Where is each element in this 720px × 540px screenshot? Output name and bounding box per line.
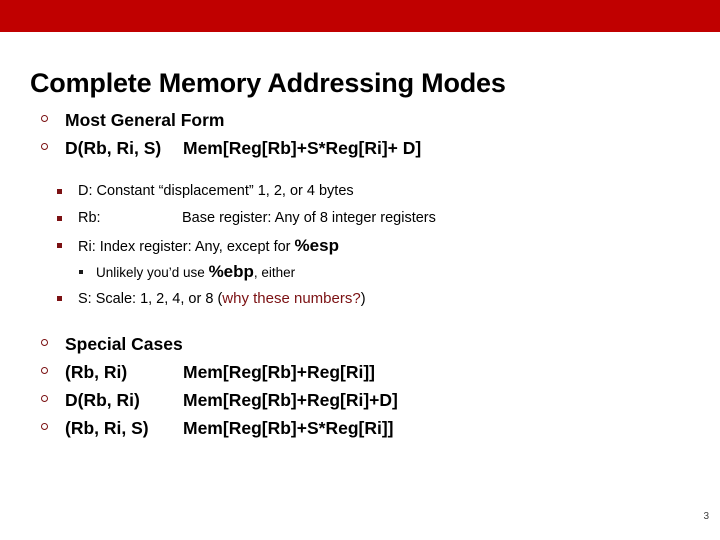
square-bullet-icon: [57, 216, 62, 221]
special-case-1-syntax: D(Rb, Ri): [65, 390, 140, 410]
circle-bullet-icon: [41, 115, 48, 122]
circle-bullet-icon: [41, 143, 48, 150]
top-red-band: [0, 0, 720, 32]
why-these-numbers-note: why these numbers?: [222, 290, 361, 307]
special-case-0-expansion: Mem[Reg[Rb]+Reg[Ri]]: [183, 362, 376, 382]
list-item-special-case-0: (Rb, Ri) Mem[Reg[Rb]+Reg[Ri]]: [0, 358, 720, 386]
list-item-detail-rb: Rb: Base register: Any of 8 integer regis…: [0, 205, 720, 232]
register-ebp: %ebp: [208, 262, 254, 281]
special-case-1-expansion: Mem[Reg[Rb]+Reg[Ri]+D]: [183, 390, 398, 410]
square-bullet-icon: [57, 189, 62, 194]
special-case-2-syntax: (Rb, Ri, S): [65, 418, 149, 438]
list-item-general-form-syntax: D(Rb, Ri, S) Mem[Reg[Rb]+S*Reg[Ri]+ D]: [0, 134, 720, 162]
detail-d-text: Constant “displacement” 1, 2, or 4 bytes: [96, 183, 354, 199]
spacer: [0, 162, 720, 178]
list-item-detail-d: D: Constant “displacement” 1, 2, or 4 by…: [0, 178, 720, 205]
square-bullet-icon: [79, 270, 83, 274]
list-item-detail-s: S: Scale: 1, 2, 4, or 8 (why these numbe…: [0, 285, 720, 312]
sub-detail-text-before: Unlikely you’d use: [96, 265, 209, 280]
list-item-special-cases: Special Cases: [0, 330, 720, 358]
detail-rb-label: Rb:: [78, 210, 101, 226]
circle-bullet-icon: [41, 339, 48, 346]
detail-rb-text: Base register: Any of 8 integer register…: [182, 210, 436, 226]
sub-detail-text-after: , either: [253, 265, 296, 280]
list-item-most-general-form: Most General Form: [0, 106, 720, 134]
spacer: [0, 312, 720, 330]
detail-s-label: S:: [78, 291, 92, 307]
list-item-detail-ri: Ri: Index register: Any, except for %esp: [0, 232, 720, 259]
detail-ri-label: Ri:: [78, 239, 96, 255]
list-item-special-case-1: D(Rb, Ri) Mem[Reg[Rb]+Reg[Ri]+D]: [0, 386, 720, 414]
square-bullet-icon: [57, 243, 62, 248]
general-form-expansion: Mem[Reg[Rb]+S*Reg[Ri]+ D]: [183, 138, 422, 158]
register-esp: %esp: [294, 236, 339, 255]
detail-s-text-after: ): [360, 291, 366, 307]
special-cases-heading: Special Cases: [65, 334, 183, 354]
general-form-heading: Most General Form: [65, 110, 225, 130]
circle-bullet-icon: [41, 423, 48, 430]
detail-s-text: Scale: 1, 2, 4, or 8 (: [95, 291, 223, 307]
slide-body: Most General Form D(Rb, Ri, S) Mem[Reg[Rb…: [0, 106, 720, 442]
circle-bullet-icon: [41, 395, 48, 402]
special-case-0-syntax: (Rb, Ri): [65, 362, 128, 382]
list-item-special-case-2: (Rb, Ri, S) Mem[Reg[Rb]+S*Reg[Ri]]: [0, 414, 720, 442]
general-form-syntax: D(Rb, Ri, S): [65, 138, 162, 158]
list-item-sub-detail-ebp: Unlikely you’d use %ebp, either: [0, 259, 720, 285]
circle-bullet-icon: [41, 367, 48, 374]
page-title: Complete Memory Addressing Modes: [30, 68, 506, 99]
square-bullet-icon: [57, 296, 62, 301]
page-number: 3: [703, 511, 709, 522]
detail-d-label: D:: [78, 183, 93, 199]
special-case-2-expansion: Mem[Reg[Rb]+S*Reg[Ri]]: [183, 418, 394, 438]
detail-ri-text: Index register: Any, except for: [99, 239, 295, 255]
